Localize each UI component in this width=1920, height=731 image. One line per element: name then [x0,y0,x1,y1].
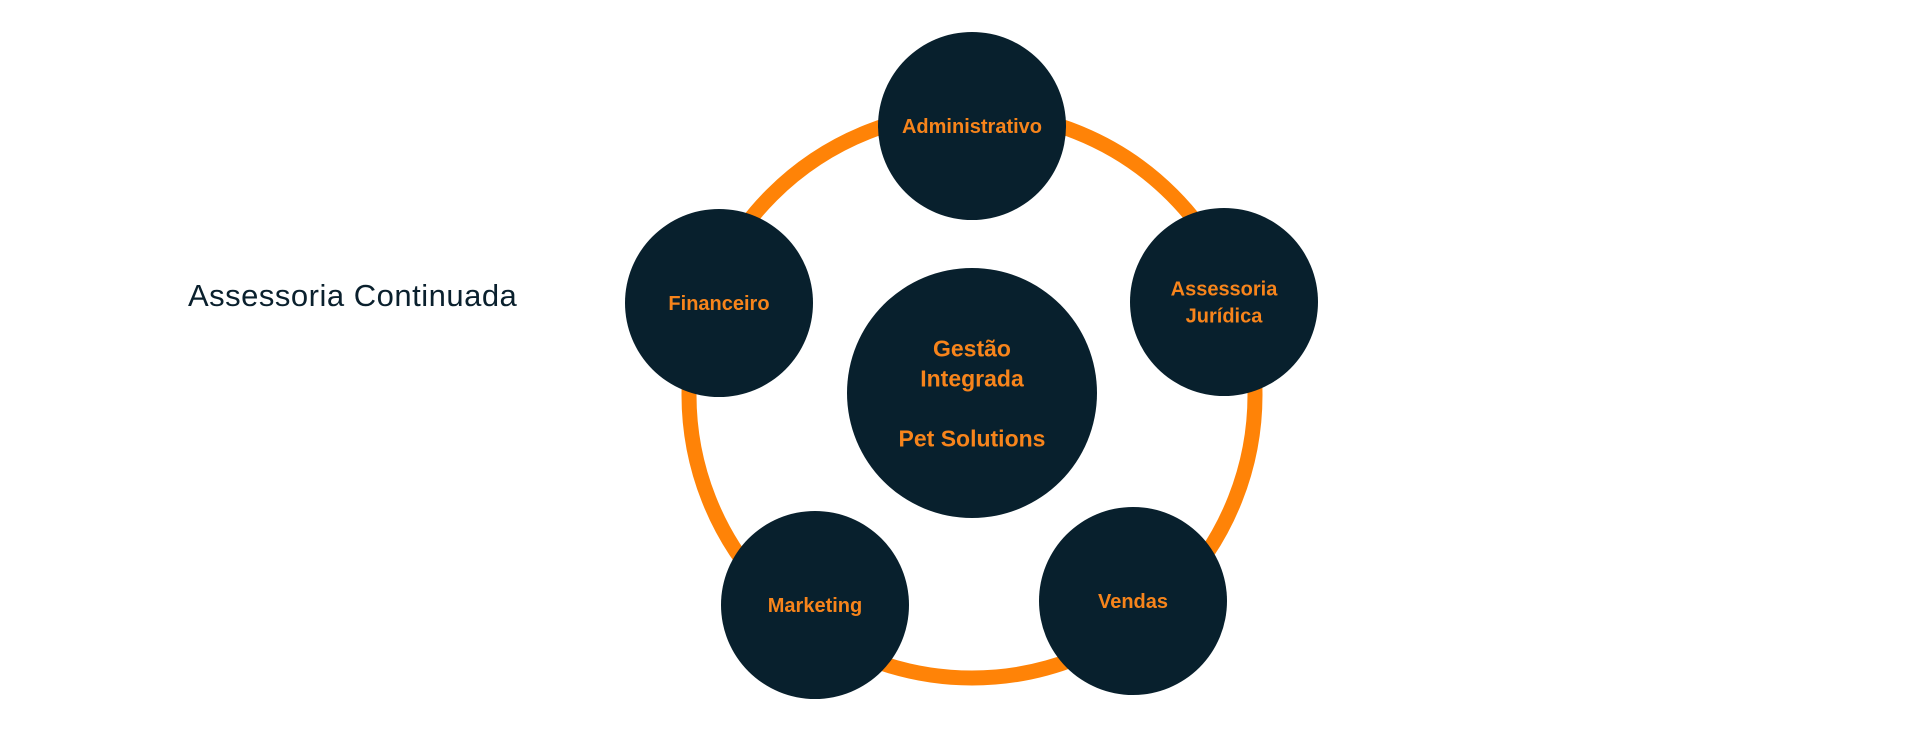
node-marketing-label-line: Marketing [768,595,862,617]
node-vendas-circle [1039,507,1227,695]
node-marketing: Marketing [721,511,909,699]
center-node-circle [847,268,1097,518]
center-node-label-line: Gestão [933,335,1011,361]
center-node-label-line: Pet Solutions [899,425,1046,451]
node-assessoria-juridica-label-line: Assessoria [1171,279,1279,301]
node-administrativo-label-line: Administrativo [902,116,1042,138]
node-financeiro-label-line: Financeiro [668,293,769,315]
node-financeiro-circle [625,209,813,397]
section-title: Assessoria Continuada [188,278,518,313]
node-vendas: Vendas [1039,507,1227,695]
node-vendas-label-line: Vendas [1098,591,1168,613]
center-node-label-line: Integrada [920,365,1024,391]
node-administrativo: Administrativo [878,32,1066,220]
node-marketing-circle [721,511,909,699]
node-assessoria-juridica-circle [1130,208,1318,396]
node-financeiro: Financeiro [625,209,813,397]
node-administrativo-circle [878,32,1066,220]
node-assessoria-juridica-label-line: Jurídica [1186,306,1264,328]
